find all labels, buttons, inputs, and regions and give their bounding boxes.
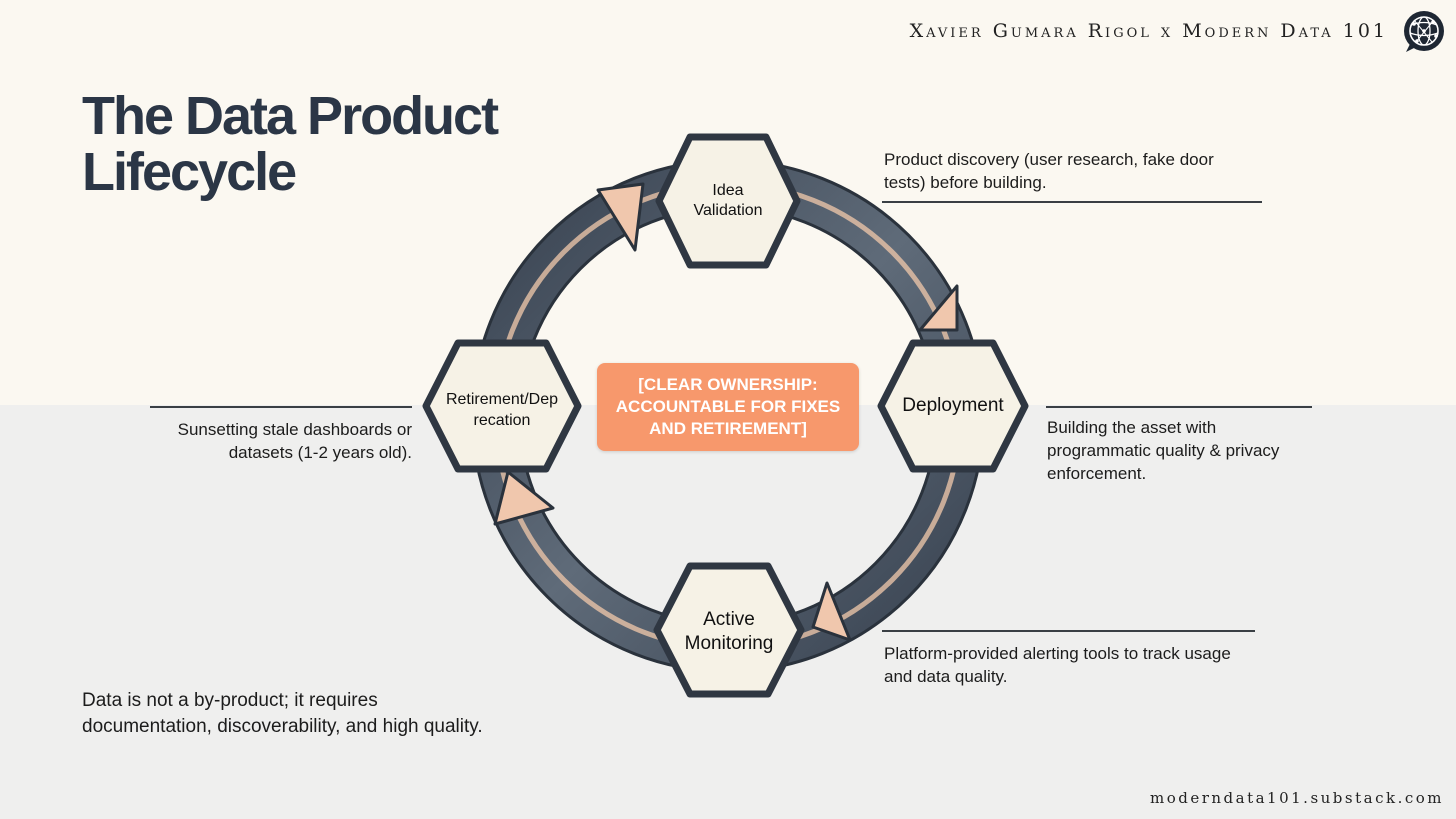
stage-deployment-label: Deployment: [902, 395, 1004, 416]
divider-idea: [882, 201, 1262, 203]
arrowhead-to-retirement: [493, 470, 555, 526]
stage-monitoring-line-2: Monitoring: [684, 633, 774, 654]
desc-deployment-line-3: enforcement.: [1047, 464, 1147, 483]
callout-line-1: [CLEAR OWNERSHIP:: [638, 375, 818, 394]
divider-monitoring: [882, 630, 1255, 632]
desc-idea-line-1: Product discovery (user research, fake d…: [884, 150, 1214, 169]
desc-deployment-line-2: programmatic quality & privacy: [1047, 441, 1280, 460]
hexagon-idea-validation: [655, 133, 801, 269]
callout-line-3: AND RETIREMENT]: [649, 419, 807, 438]
callout-line-2: ACCOUNTABLE FOR FIXES: [615, 397, 841, 416]
footer-line-2: documentation, discoverability, and high…: [82, 716, 483, 737]
footer-statement: Data is not a by-product; it requires do…: [82, 688, 542, 740]
desc-monitoring-line-2: and data quality.: [884, 667, 1008, 686]
attribution-header: Xavier Gumara Rigol x Modern Data 101: [909, 20, 1388, 42]
stage-idea-line-1: Idea: [712, 182, 744, 199]
title-line-1: The Data Product: [82, 86, 499, 146]
hexagon-retirement: [422, 339, 582, 473]
desc-deployment-line-1: Building the asset with: [1047, 418, 1217, 437]
stage-idea-line-2: Validation: [693, 202, 763, 219]
hexagon-active-monitoring: [653, 562, 805, 698]
arrowhead-to-idea: [596, 182, 645, 252]
stage-retirement: Retirement/Dep recation: [432, 389, 572, 431]
stage-monitoring-line-1: Active: [703, 609, 755, 630]
arrowhead-to-deployment: [918, 284, 959, 332]
description-active-monitoring: Platform-provided alerting tools to trac…: [884, 642, 1304, 688]
footer-line-1: Data is not a by-product; it requires: [82, 690, 378, 711]
hexagon-deployment: [877, 339, 1029, 473]
stage-retirement-line-1: Retirement/Dep: [445, 391, 559, 408]
title-line-2: Lifecycle: [82, 142, 297, 202]
desc-retirement-line-1: Sunsetting stale dashboards or: [177, 420, 412, 439]
stage-active-monitoring: Active Monitoring: [669, 608, 789, 656]
desc-retirement-line-2: datasets (1-2 years old).: [228, 443, 412, 462]
stage-deployment: Deployment: [888, 394, 1018, 418]
stage-retirement-line-2: recation: [473, 412, 531, 429]
desc-monitoring-line-1: Platform-provided alerting tools to trac…: [884, 644, 1231, 663]
source-url: moderndata101.substack.com: [1149, 789, 1444, 807]
divider-deployment: [1046, 406, 1312, 408]
arrowhead-to-monitoring: [811, 581, 852, 642]
globe-chat-bubble-icon: [1404, 11, 1444, 52]
stage-idea-validation: Idea Validation: [678, 181, 778, 221]
desc-idea-line-2: tests) before building.: [884, 173, 1047, 192]
description-idea-validation: Product discovery (user research, fake d…: [884, 148, 1284, 194]
divider-retirement: [150, 406, 412, 408]
description-deployment: Building the asset with programmatic qua…: [1047, 416, 1347, 485]
ownership-callout: [CLEAR OWNERSHIP: ACCOUNTABLE FOR FIXES …: [597, 363, 859, 451]
page-title: The Data Product Lifecycle: [82, 86, 499, 202]
description-retirement: Sunsetting stale dashboards or datasets …: [112, 418, 412, 464]
